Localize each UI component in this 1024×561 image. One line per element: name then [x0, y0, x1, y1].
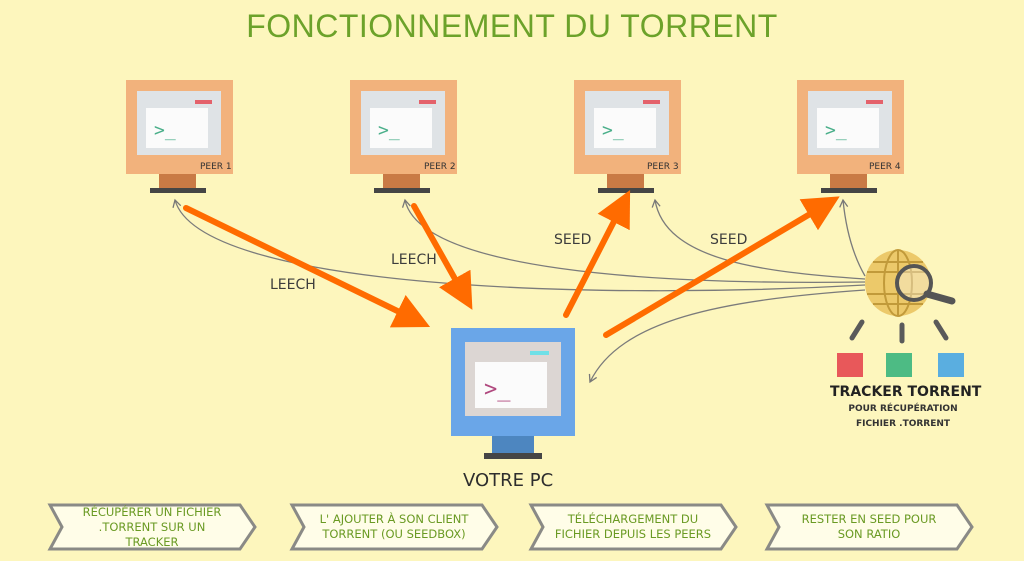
step-2-line2: TORRENT (OU SEEDBOX) — [322, 527, 466, 541]
leech-label-2: LEECH — [391, 252, 437, 268]
seed-arrow-peer-4 — [603, 196, 840, 338]
peer-screen-inner — [817, 108, 879, 148]
seed-label-2: SEED — [710, 232, 748, 248]
step-4-line2: SON RATIO — [837, 527, 901, 541]
peer-base — [150, 188, 206, 193]
tracker-title: TRACKER TORRENT — [830, 384, 982, 400]
peer-4-computer: >_ PEER 4 — [797, 80, 904, 193]
peer-status-bar — [419, 100, 436, 104]
peer-stand — [159, 174, 196, 188]
peer-3-computer: >_ PEER 3 — [574, 80, 681, 193]
peer-status-bar — [195, 100, 212, 104]
peer-status-bar — [643, 100, 660, 104]
pc-terminal-icon: >_ — [484, 377, 511, 402]
step-1-chevron — [47, 503, 257, 551]
votre-pc-computer: >_ — [451, 328, 575, 459]
step-4-chevron — [764, 503, 974, 551]
leech-arrow-peer-2 — [411, 203, 473, 310]
tracker-link-peer-2 — [401, 198, 866, 283]
peer-screen-inner — [370, 108, 432, 148]
peer-stand — [383, 174, 420, 188]
peer-2-computer: >_ PEER 2 — [350, 80, 457, 193]
peer-1-computer: >_ PEER 1 — [126, 80, 233, 193]
seed-arrow-peer-3 — [563, 189, 631, 318]
tracker-connectors — [849, 319, 949, 344]
tracker-subtitle: POUR RÉCUPÉRATION FICHIER .TORRENT — [838, 402, 968, 432]
tracker-subtitle-line1: POUR RÉCUPÉRATION — [848, 404, 958, 414]
step-1-text: RÉCUPÉRER UN FICHIER.TORRENT SUR UN TRAC… — [52, 505, 252, 549]
step-2-chevron — [289, 503, 499, 551]
peer-3-label: PEER 3 — [647, 162, 679, 172]
step-2-line1: L' AJOUTER À SON CLIENT — [319, 512, 469, 526]
peer-terminal-icon: >_ — [602, 120, 624, 141]
peer-stand — [830, 174, 867, 188]
tracker-link-peer-3 — [651, 198, 866, 280]
step-3-line2: FICHIER DEPUIS LES PEERS — [554, 527, 712, 541]
leech-label-1: LEECH — [270, 277, 316, 293]
tracker-link-peer-4 — [839, 198, 866, 277]
leech-arrow-peer-1 — [183, 205, 431, 328]
peer-terminal-icon: >_ — [378, 120, 400, 141]
step-3-line1: TÉLÉCHARGEMENT DU — [567, 512, 699, 526]
peer-2-label: PEER 2 — [424, 162, 456, 172]
tracker-red-block — [837, 353, 863, 377]
peer-screen-inner — [594, 108, 656, 148]
step-1-line1: RÉCUPÉRER UN FICHIER — [82, 504, 222, 519]
magnifier-icon — [895, 264, 933, 302]
flow-arrows — [183, 189, 840, 338]
peer-1-label: PEER 1 — [200, 162, 232, 172]
votre-pc-label: VOTRE PC — [463, 470, 554, 491]
peer-base — [374, 188, 430, 193]
step-3-chevron — [528, 503, 738, 551]
step-4-line1: RESTER EN SEED POUR — [801, 512, 937, 526]
pc-stand — [492, 436, 534, 453]
peer-4-label: PEER 4 — [869, 162, 901, 172]
seed-label-1: SEED — [554, 232, 592, 248]
tracker-link-pc — [588, 289, 866, 384]
tracker-globe-icon — [865, 249, 956, 317]
tracker-subtitle-line2: FICHIER .TORRENT — [855, 419, 951, 429]
tracker-blue-block — [938, 353, 964, 377]
peer-screen-inner — [146, 108, 208, 148]
pc-screen-inner — [475, 362, 547, 408]
peer-base — [598, 188, 654, 193]
step-1-line2: .TORRENT SUR UN TRACKER — [98, 519, 206, 549]
peer-stand — [607, 174, 644, 188]
peer-terminal-icon: >_ — [154, 120, 176, 141]
peer-status-bar — [866, 100, 883, 104]
pc-status-bar — [530, 351, 549, 355]
tracker-green-block — [886, 353, 912, 377]
page-title: FONCTIONNEMENT DU TORRENT — [246, 8, 778, 44]
pc-base — [484, 453, 542, 459]
step-chevrons — [47, 503, 974, 551]
peer-terminal-icon: >_ — [825, 120, 847, 141]
peer-base — [821, 188, 877, 193]
tracker-link-peer-1 — [172, 198, 866, 292]
